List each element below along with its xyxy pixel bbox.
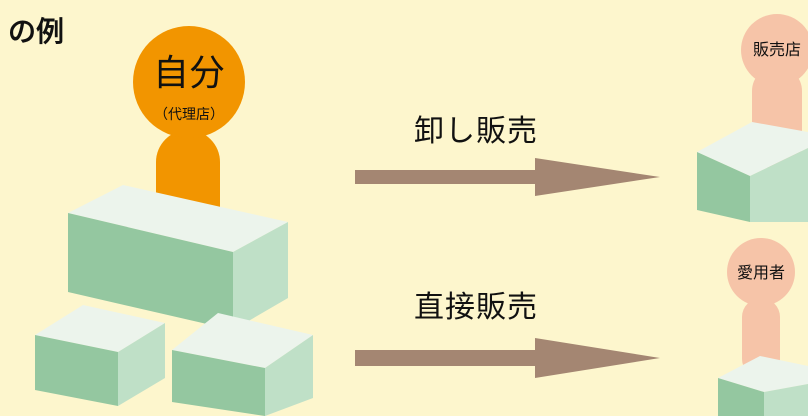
self-label: 自分 bbox=[152, 53, 225, 94]
self-head bbox=[133, 26, 245, 138]
arrow-direct bbox=[355, 338, 660, 378]
arrow-label-wholesale: 卸し販売 bbox=[414, 114, 538, 149]
target-label-shop: 販売店 bbox=[752, 40, 801, 59]
arrow-label-direct: 直接販売 bbox=[414, 290, 538, 325]
target-box-bottom bbox=[718, 356, 808, 416]
target-person-bottom bbox=[727, 238, 795, 378]
target-box-top bbox=[697, 122, 808, 222]
large-box bbox=[68, 185, 288, 330]
small-box-right bbox=[172, 313, 313, 416]
self-sublabel: （代理店） bbox=[154, 107, 224, 123]
page-title: の例 bbox=[8, 15, 65, 48]
target-label-user: 愛用者 bbox=[736, 263, 785, 282]
arrow-wholesale bbox=[355, 158, 660, 196]
small-box-left bbox=[35, 305, 165, 406]
